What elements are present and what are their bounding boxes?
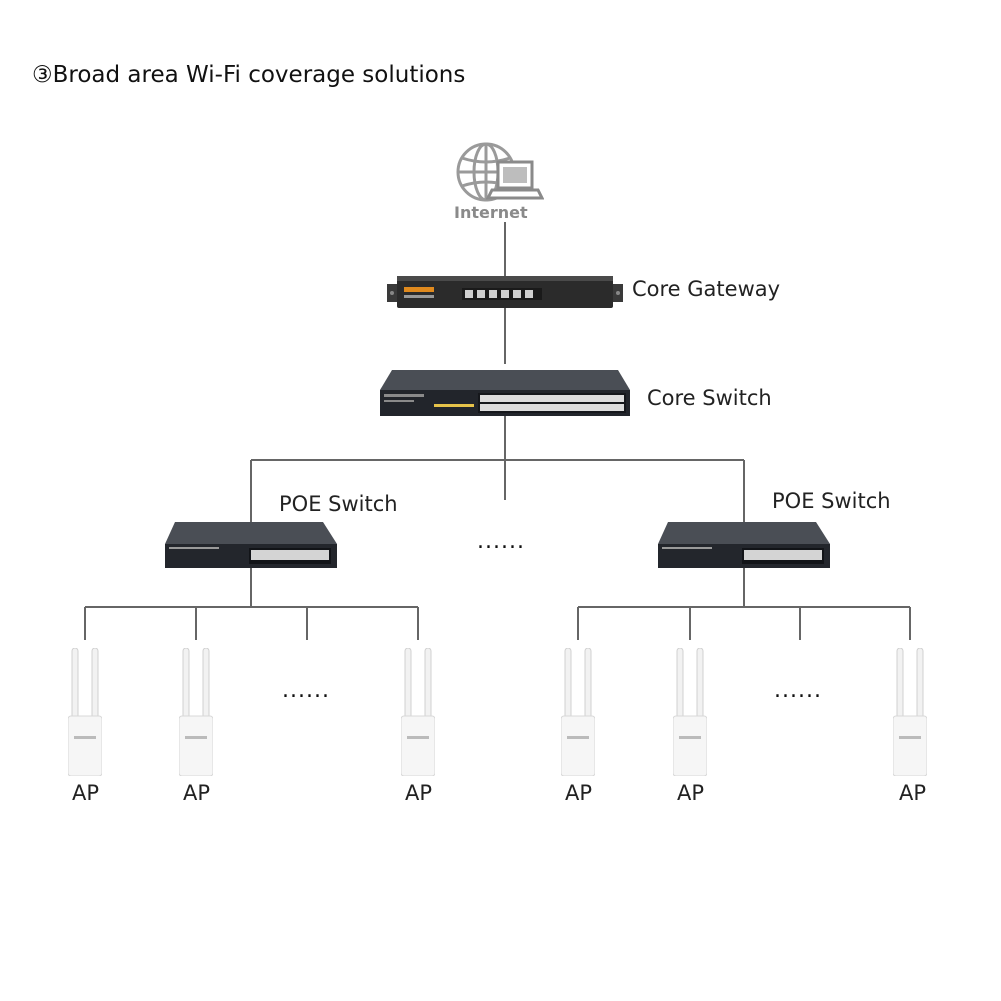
ellipsis-aps-left: ...... (282, 678, 330, 703)
access-point-device (673, 648, 707, 776)
ap-label: AP (183, 781, 211, 805)
laptop-icon (485, 160, 544, 200)
access-point-device (893, 648, 927, 776)
ap-label: AP (72, 781, 100, 805)
diagram-title: ③Broad area Wi-Fi coverage solutions (32, 62, 466, 88)
poe-switch-right-label: POE Switch (772, 489, 891, 513)
ap-label: AP (405, 781, 433, 805)
ap-label: AP (677, 781, 705, 805)
ap-label: AP (565, 781, 593, 805)
core-switch-label: Core Switch (647, 386, 772, 410)
poe-switch-left-label: POE Switch (279, 492, 398, 516)
access-point-device (401, 648, 435, 776)
poe-switch-device (165, 522, 337, 568)
core-gateway-label: Core Gateway (632, 277, 781, 301)
internet-node (456, 142, 544, 202)
gateway-device (387, 276, 623, 308)
access-point-device (68, 648, 102, 776)
access-point-device (561, 648, 595, 776)
access-point-device (179, 648, 213, 776)
core-switch-device (380, 370, 630, 416)
ellipsis-aps-right: ...... (774, 678, 822, 703)
ellipsis-switches: ...... (477, 529, 525, 554)
ap-label: AP (899, 781, 927, 805)
internet-label: Internet (454, 203, 528, 222)
poe-switch-device (658, 522, 830, 568)
